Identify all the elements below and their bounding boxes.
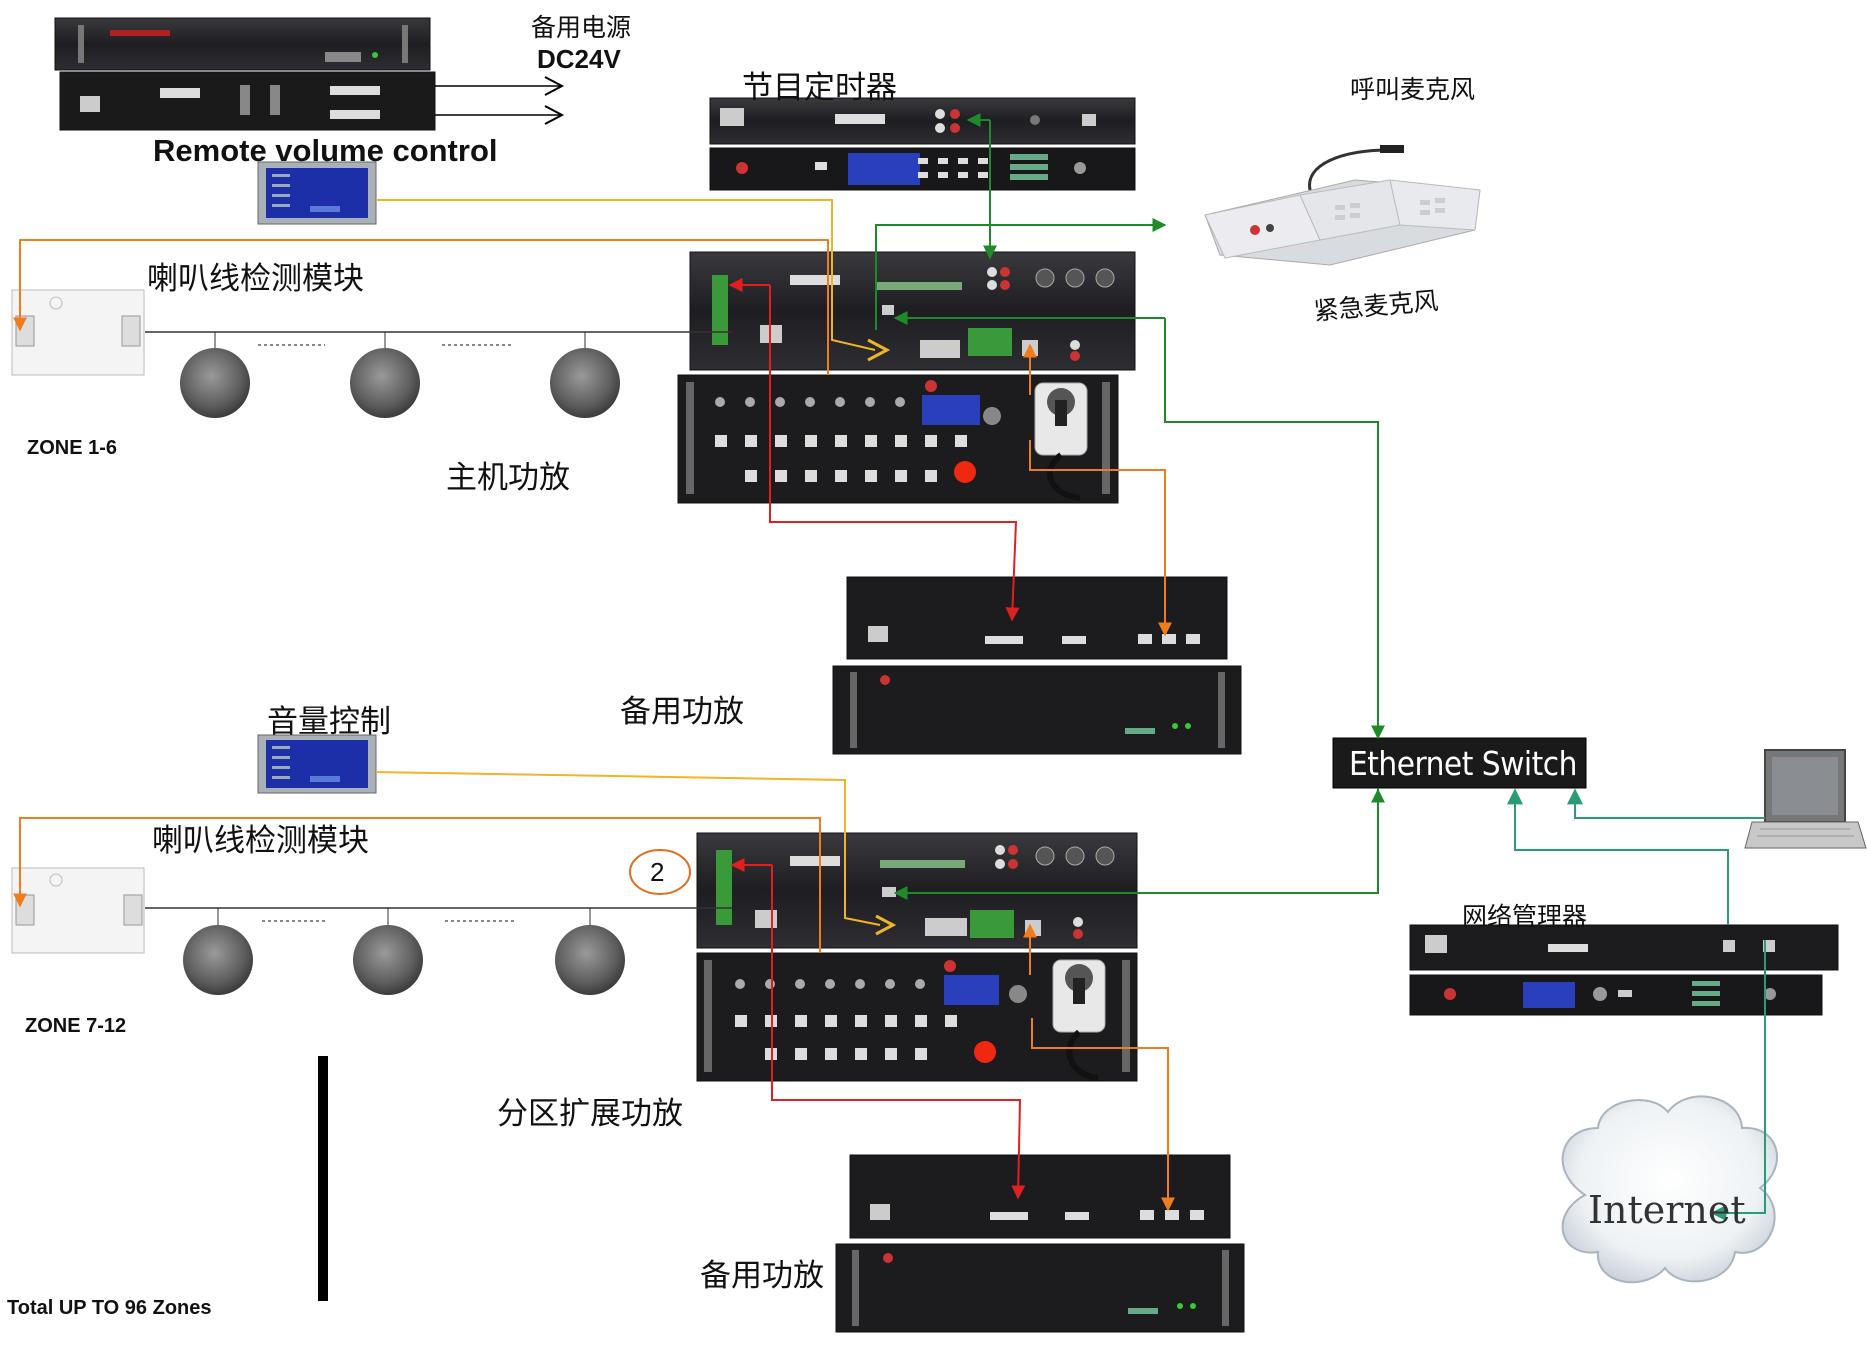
green-link-microphone [875,218,1167,330]
program-timer-device [709,97,1136,191]
main-amplifier-label: 主机功放 [446,460,570,496]
internet-cloud [1561,1095,1778,1284]
line-detect-module-1 [11,289,145,376]
zone-1-6-label: ZONE 1-6 [27,437,118,459]
zone-expansion-amplifier-label: 分区扩展功放 [497,1096,683,1132]
orange-link-zone1 [13,239,829,375]
dc24v-label: DC24V [537,44,621,74]
main-host-controller [689,251,1136,371]
network-manager-label: 网络管理器 [1462,902,1588,931]
ceiling-speaker-4 [183,908,253,995]
ethernet-switch-label: Ethernet Switch [1349,744,1577,783]
zone-expansion-amplifier [696,952,1138,1082]
network-manager-device [1409,924,1839,1016]
badge-2-label: 2 [650,857,665,887]
red-link-backup1 [769,285,1020,622]
yellow-link-volume-bottom [375,771,881,926]
total-zones-label: Total UP TO 96 Zones [7,1297,212,1319]
line-detect-module-2-label: 喇叭线检测模块 [152,823,369,859]
backup-amplifier-1 [832,576,1242,755]
line-detect-module-1-label: 喇叭线检测模块 [147,261,364,297]
backup-amplifier-1-label: 备用功放 [620,694,744,730]
orange-link-zone2 [13,817,821,953]
main-host-amplifier [677,374,1119,504]
remote-volume-control-label: Remote volume control [153,133,498,168]
laptop-icon [1744,749,1867,849]
ceiling-speaker-2 [350,332,420,418]
backup-amplifier-2 [835,1154,1245,1333]
orange-link-backup2 [1031,1018,1175,1212]
red-link-backup2 [771,865,1026,1200]
yellow-link-volume-top [376,199,876,351]
green-link-switch-top [1164,318,1385,740]
badge-2-circle [629,849,691,895]
zone-separator-bar [318,1056,328,1301]
orange-link-backup1 [1029,440,1172,637]
backup-power-label: 备用电源 [531,13,632,42]
ceiling-speaker-1 [180,332,250,418]
ceiling-speaker-3 [550,332,620,418]
volume-control-label: 音量控制 [267,704,391,740]
call-microphone-label: 呼叫麦克风 [1350,75,1476,104]
backup-amplifier-2-label: 备用功放 [700,1258,824,1294]
ceiling-speaker-6 [555,908,625,995]
ethernet-switch [1332,737,1587,789]
ceiling-speaker-5 [353,908,423,995]
internet-label: Internet [1588,1188,1746,1232]
remote-volume-panel-top [257,161,377,225]
zone-7-12-label: ZONE 7-12 [25,1015,127,1037]
zone-expansion-controller [696,832,1138,949]
remote-volume-panel-bottom [257,734,377,794]
microphone-console [1204,145,1481,266]
teal-link-internet [1710,940,1766,1221]
backup-power-device [54,17,436,131]
teal-link-network-manager [1507,788,1729,925]
program-timer-label: 节目定时器 [742,70,897,106]
line-detect-module-2 [11,867,145,954]
teal-link-laptop [1567,788,1765,819]
